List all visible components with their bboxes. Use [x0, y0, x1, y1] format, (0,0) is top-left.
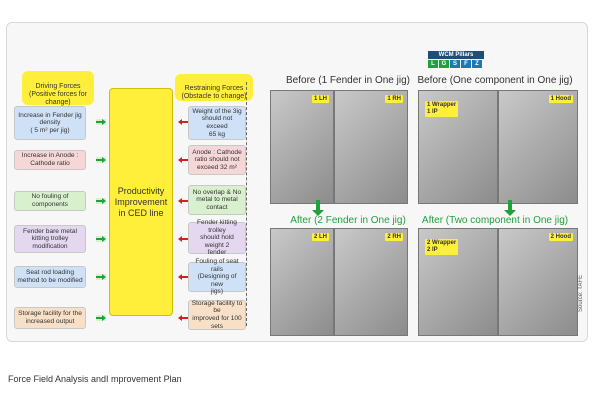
tag-after-rh: 2 RH — [385, 233, 403, 241]
wcm-pillars-title: WCM Pillars — [428, 51, 484, 59]
driving-force-text: No fouling of components — [31, 193, 69, 208]
after-left-title-text: After (2 Fender in One jig) — [290, 215, 406, 226]
down-arrow-right-icon — [504, 200, 516, 216]
tag-after-wrapper-ip: 2 Wrapper 2 IP — [425, 239, 459, 255]
photo-after-fender-rh: 2 RH — [334, 228, 408, 336]
down-arrow-left-icon — [312, 200, 324, 216]
tag-before-lh: 1 LH — [311, 95, 329, 103]
restraining-arrow-icon — [178, 274, 188, 280]
driving-force-text: Fender bare metal kitting trolley modifi… — [23, 227, 77, 250]
productivity-improvement-box: Productivity Improvement in CED line — [109, 88, 173, 316]
after-right-title-text: After (Two component in One jig) — [421, 215, 569, 226]
restraining-force-box: Anode : Cathode ratio should not exceed … — [188, 145, 246, 175]
before-right-title: Before (One component in One jig) — [410, 74, 580, 88]
before-left-title-text: Before (1 Fender in One jig) — [286, 75, 410, 86]
restraining-force-text: Anode : Cathode ratio should not exceed … — [192, 148, 242, 171]
photo-before-hood: 1 Hood — [498, 90, 578, 204]
restraining-force-text: Weight of the 3ig should not exceed 65 k… — [192, 107, 242, 138]
driving-force-box: Increase in Anode : Cathode ratio — [14, 150, 86, 170]
wcm-pillar-z: Z — [472, 60, 482, 68]
photo-after-fender-lh: 2 LH — [270, 228, 334, 336]
before-right-title-text: Before (One component in One jig) — [417, 75, 573, 86]
driving-arrow-icon — [96, 198, 106, 204]
photo-before-fender-lh: 1 LH — [270, 90, 334, 204]
driving-forces-header-text: Driving Forces (Positive forces for chan… — [29, 83, 87, 106]
photo-before-fender-rh: 1 RH — [334, 90, 408, 204]
driving-force-text: Increase in Anode : Cathode ratio — [21, 152, 79, 167]
restraining-force-box: Fouling of seat rails (Designing of new … — [188, 258, 246, 295]
restraining-forces-header: Restraining Forces (Obstacle to change) — [175, 74, 253, 101]
wcm-pillar-g: G — [439, 60, 449, 68]
restraining-force-text: No overlap & No metal to metal contact — [192, 188, 242, 211]
restraining-arrow-icon — [178, 157, 188, 163]
wcm-pillar-s: S — [450, 60, 460, 68]
photo-after-hood: 2 Hood — [498, 228, 578, 336]
restraining-force-box: Storage facility to be improved for 100 … — [188, 300, 246, 330]
driving-arrow-icon — [96, 236, 106, 242]
after-right-title: After (Two component in One jig) — [410, 214, 580, 228]
restraining-forces-header-text: Restraining Forces (Obstacle to change) — [181, 85, 247, 100]
after-left-title: After (2 Fender in One jig) — [272, 214, 424, 228]
restraining-arrow-icon — [178, 119, 188, 125]
driving-arrow-icon — [96, 274, 106, 280]
wcm-pillars-row: L G S F Z — [428, 60, 482, 68]
driving-force-text: Increase in Fender jig density ( 5 m² pe… — [18, 111, 82, 134]
productivity-improvement-text: Productivity Improvement in CED line — [114, 185, 168, 218]
restraining-force-box: Weight of the 3ig should not exceed 65 k… — [188, 106, 246, 140]
driving-force-box: Storage facility for the increased outpu… — [14, 307, 86, 329]
source-label: Source: TAFE — [578, 274, 584, 312]
driving-arrow-icon — [96, 119, 106, 125]
restraining-force-text: Fouling of seat rails (Designing of new … — [195, 258, 239, 296]
restraining-force-box: Fender kitting trolley should hold weigh… — [188, 219, 246, 257]
driving-force-text: Seat rod loading method to be modified — [17, 269, 83, 284]
restraining-force-box: No overlap & No metal to metal contact — [188, 185, 246, 215]
figure-caption: Force Field Analysis andI mprovement Pla… — [8, 374, 182, 384]
restraining-arrow-icon — [178, 236, 188, 242]
tag-before-hood: 1 Hood — [548, 95, 573, 103]
restraining-force-text: Fender kitting trolley should hold weigh… — [197, 219, 237, 257]
driving-force-box: No fouling of components — [14, 191, 86, 211]
driving-forces-header: Driving Forces (Positive forces for chan… — [22, 71, 94, 106]
driving-force-box: Seat rod loading method to be modified — [14, 266, 86, 288]
wcm-pillar-f: F — [461, 60, 471, 68]
driving-force-box: Increase in Fender jig density ( 5 m² pe… — [14, 106, 86, 140]
driving-arrow-icon — [96, 315, 106, 321]
tag-before-wrapper-ip: 1 Wrapper 1 IP — [425, 101, 459, 117]
tag-before-rh: 1 RH — [385, 95, 403, 103]
tag-after-hood: 2 Hood — [548, 233, 573, 241]
photo-after-wrapper-ip: 2 Wrapper 2 IP — [418, 228, 498, 336]
wcm-pillars: WCM Pillars L G S F Z — [428, 51, 484, 69]
restraining-force-text: Storage facility to be improved for 100 … — [191, 299, 243, 330]
before-left-title: Before (1 Fender in One jig) — [272, 74, 424, 88]
restraining-arrow-icon — [178, 198, 188, 204]
wcm-pillar-l: L — [428, 60, 438, 68]
driving-arrow-icon — [96, 157, 106, 163]
driving-force-box: Fender bare metal kitting trolley modifi… — [14, 225, 86, 253]
photo-before-wrapper-ip: 1 Wrapper 1 IP — [418, 90, 498, 204]
restraining-bracket — [246, 82, 253, 326]
restraining-arrow-icon — [178, 315, 188, 321]
tag-after-lh: 2 LH — [311, 233, 329, 241]
driving-force-text: Storage facility for the increased outpu… — [18, 310, 82, 325]
